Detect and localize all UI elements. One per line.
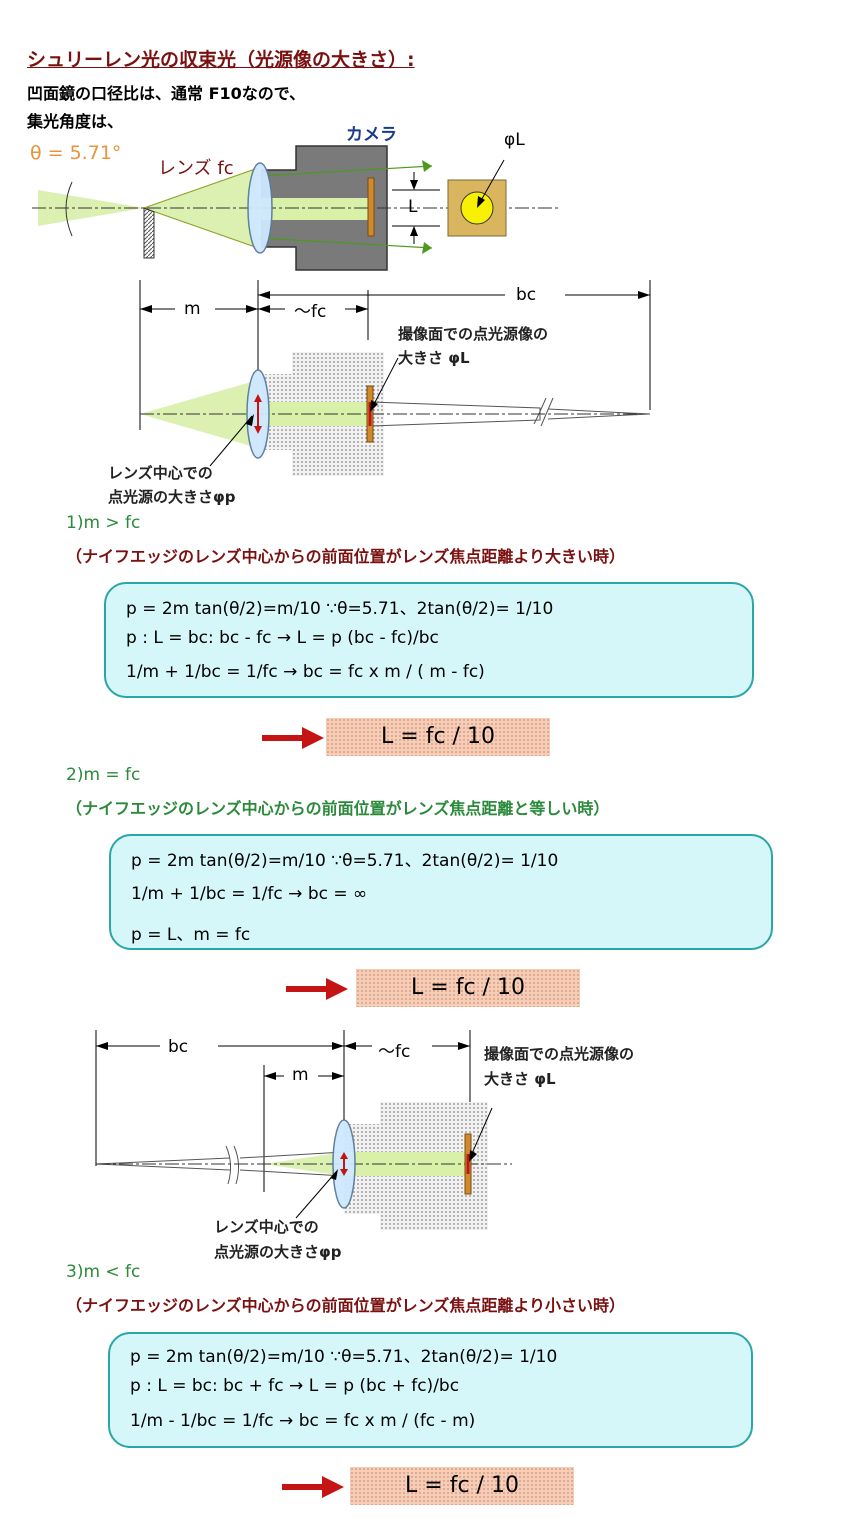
case3-heading: 3)m < fc	[66, 1262, 141, 1282]
d3-lens-note-1: レンズ中心での	[214, 1218, 319, 1236]
case3-eq-3: 1/m - 1/bc = 1/fc → bc = fc x m / (fc - …	[130, 1411, 476, 1431]
d3-bc-label: bc	[168, 1037, 189, 1057]
d3-image-note-1: 撮像面での点光源像の	[484, 1045, 635, 1063]
bc-label: bc	[516, 285, 537, 305]
image-note-1: 撮像面での点光源像の	[398, 325, 549, 343]
theta-value: θ = 5.71°	[30, 142, 122, 164]
d3-m-label: m	[292, 1065, 309, 1085]
case2-eq-3: p = L、m = fc	[131, 925, 251, 945]
case3-result: L = fc / 10	[350, 1467, 574, 1505]
case3-eq-2: p : L = bc: bc + fc → L = p (bc + fc)/bc	[130, 1376, 460, 1396]
page-title: シュリーレン光の収束光（光源像の大きさ）:	[27, 49, 415, 71]
sensor	[367, 177, 375, 237]
image-note-2: 大きさ φL	[398, 349, 470, 367]
case2-eq-2: 1/m + 1/bc = 1/fc → bc = ∞	[131, 884, 368, 904]
L-label: L	[408, 197, 418, 217]
intro-line-1: 凹面鏡の口径比は、通常 F10なので、	[27, 84, 306, 103]
collimated-beam	[258, 198, 370, 220]
diagram-case-m-greater	[139, 280, 651, 476]
case2-equation-box: p = 2m tan(θ/2)=m/10 ∵θ=5.71、2tan(θ/2)= …	[109, 834, 773, 950]
case1-equation-box: p = 2m tan(θ/2)=m/10 ∵θ=5.71、2tan(θ/2)= …	[104, 582, 754, 698]
d3-image-note-2: 大きさ φL	[484, 1070, 556, 1088]
case1-note: （ナイフエッジのレンズ中心からの前面位置がレンズ焦点距離より大きい時）	[66, 547, 626, 566]
intro-line-2: 集光角度は、	[27, 112, 124, 131]
case1-heading: 1)m > fc	[66, 513, 141, 533]
case3-result-arrow-icon	[282, 1476, 344, 1498]
case2-eq-1: p = 2m tan(θ/2)=m/10 ∵θ=5.71、2tan(θ/2)= …	[131, 851, 559, 871]
case2-heading: 2)m = fc	[66, 765, 141, 785]
diagram-case-m-less	[95, 1030, 512, 1230]
m-label: m	[184, 299, 201, 319]
knife-edge	[143, 207, 155, 259]
lens-label: レンズ fc	[158, 158, 234, 179]
lens-note-1: レンズ中心での	[108, 464, 213, 482]
lens-note-2: 点光源の大きさφp	[108, 488, 236, 506]
case1-result-arrow-icon	[262, 727, 324, 749]
lens	[247, 162, 273, 254]
phiL-label: φL	[504, 130, 525, 150]
case2-result-arrow-icon	[286, 978, 348, 1000]
case1-eq-3: 1/m + 1/bc = 1/fc → bc = fc x m / ( m - …	[126, 662, 485, 682]
case3-equation-box: p = 2m tan(θ/2)=m/10 ∵θ=5.71、2tan(θ/2)= …	[108, 1332, 753, 1448]
diagram-camera-setup	[32, 145, 560, 271]
d3-fc-label: ～fc	[378, 1042, 411, 1062]
case2-result: L = fc / 10	[356, 969, 580, 1007]
d3-lens-note-2: 点光源の大きさφp	[214, 1243, 342, 1261]
case1-eq-2: p : L = bc: bc - fc → L = p (bc - fc)/bc	[126, 628, 439, 648]
camera-label: カメラ	[346, 125, 397, 145]
case1-eq-1: p = 2m tan(θ/2)=m/10 ∵θ=5.71、2tan(θ/2)= …	[126, 599, 554, 619]
case3-note: （ナイフエッジのレンズ中心からの前面位置がレンズ焦点距離より小さい時）	[66, 1296, 626, 1315]
case1-result: L = fc / 10	[326, 718, 550, 756]
case2-note: （ナイフエッジのレンズ中心からの前面位置がレンズ焦点距離と等しい時）	[66, 799, 610, 818]
case3-eq-1: p = 2m tan(θ/2)=m/10 ∵θ=5.71、2tan(θ/2)= …	[130, 1347, 558, 1367]
fc-label: ～fc	[294, 302, 327, 322]
